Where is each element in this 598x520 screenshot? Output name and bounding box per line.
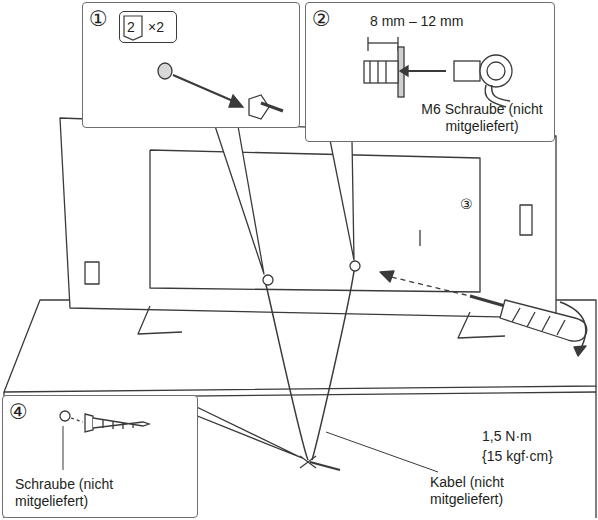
panel-text: 8 mm – 12 mm	[370, 13, 463, 30]
torque-value: {15 kgf·cm}	[480, 448, 555, 465]
panel-text: 2	[127, 19, 135, 36]
panel-text: M6 Schraube (nicht mitgeliefert)	[414, 101, 550, 135]
callout-number: ③	[458, 196, 475, 213]
parts-icon-box: 2 ×2	[119, 11, 177, 43]
callout-number: ②	[312, 8, 331, 29]
callout-number: ①	[89, 8, 108, 29]
callout-number: ④	[9, 401, 28, 422]
panel-text: Schraube (nicht mitgeliefert)	[15, 476, 143, 510]
panel-illustration	[83, 3, 301, 129]
step-panel: ④ Schraube (nicht mitgeliefert)	[2, 395, 198, 518]
step-panel: ① 2 ×2	[82, 2, 300, 128]
part-label: Kabel (nicht mitgeliefert)	[428, 474, 562, 508]
torque-value: 1,5 N·m	[480, 428, 534, 445]
step-panel: ② 8 mm – 12 mm M6 Schraube (nicht mitgelie…	[305, 2, 555, 142]
panel-text: ×2	[148, 19, 164, 36]
